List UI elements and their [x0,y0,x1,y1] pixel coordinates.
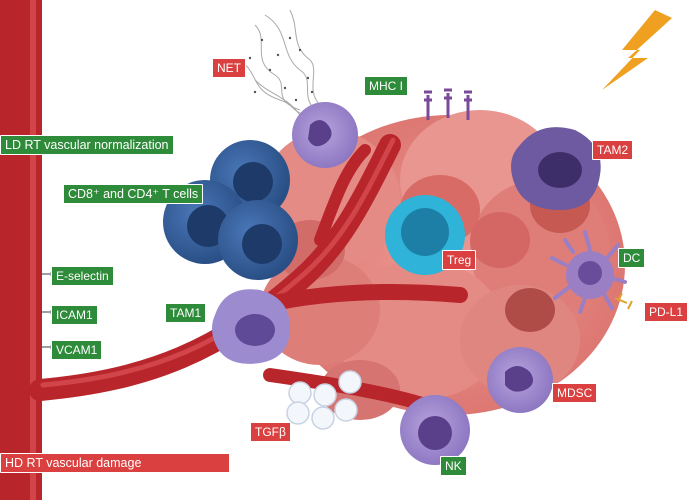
tgfb-bubbles [286,370,362,430]
net-strands [239,9,321,116]
dc-label: DC [618,248,646,268]
dc-cell [550,230,627,314]
mdsc-label: MDSC [552,383,598,403]
nk-cell [400,395,470,465]
net-particles [248,36,314,102]
mhc-receptors [424,88,472,120]
net-label: NET [212,58,246,78]
pdl1-receptor [614,292,633,310]
tam1-label: TAM1 [165,303,207,323]
mdsc-cell [487,347,553,413]
t-cells [163,140,298,280]
icam1-label: ICAM1 [51,305,98,325]
vcam1-label: VCAM1 [51,340,103,360]
tam2-label: TAM2 [592,140,634,160]
ld-rt-label: LD RT vascular normalization [0,135,174,155]
hd-rt-label: HD RT vascular damage [0,453,230,473]
mhc-label: MHC I [364,76,408,96]
pdl1-label: PD-L1 [644,302,689,322]
t-cells-label: CD8⁺ and CD4⁺ T cells [63,184,204,204]
treg-label: Treg [442,250,477,270]
neutrophil-cell [292,102,358,168]
tam2-cell [511,127,601,210]
nk-label: NK [440,456,467,476]
tgfb-label: TGFβ [250,422,291,442]
eselectin-label: E-selectin [51,266,114,286]
tam1-cell [212,289,290,364]
